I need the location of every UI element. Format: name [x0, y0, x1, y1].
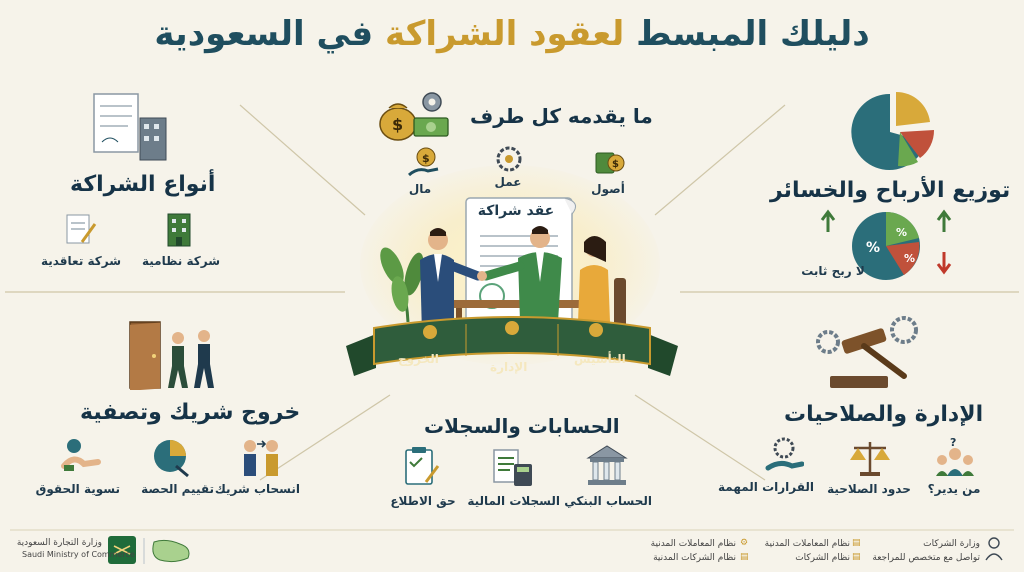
clipboard-inspection-icon [405, 447, 440, 485]
exit-settlement-label: تسوية الحقوق [35, 482, 120, 496]
ministry-name-ar: وزارة التجارة السعودية [16, 538, 102, 548]
stages-banner [346, 316, 678, 376]
management-decisions-label: القرارات المهمة [718, 480, 814, 494]
ministry-name-en: Saudi Ministry of Commerce [22, 550, 135, 559]
contribution-work-label: عمل [494, 175, 522, 189]
pie-chart-icon [851, 91, 935, 170]
document-icon: ▤ [852, 538, 861, 548]
financial-records-icon [493, 449, 532, 486]
footer-ref-4: نظام الشركات [795, 553, 850, 563]
decisions-hand-gear-icon [765, 437, 804, 471]
profits-title: توزيع الأرباح والخسائر [770, 178, 1011, 203]
type-regulated-label: شركة نظامية [141, 254, 220, 268]
handshake-settlement-icon [61, 439, 101, 471]
money-bag-gear-icon: $ [379, 92, 449, 141]
svg-text:%: % [866, 240, 880, 256]
accounts-title: الحسابات والسجلات [424, 414, 620, 438]
who-manages-people-icon: ? [936, 436, 974, 476]
page-title: دليلك المبسط لعقود الشراكة في السعودية [154, 14, 870, 54]
gear-icon: ⚙ [740, 538, 749, 548]
banner-stage-management: الإدارة [490, 360, 528, 374]
svg-text:$: $ [422, 152, 430, 165]
exit-valuation-label: تقييم الحصة [141, 482, 214, 496]
management-who-label: من يدير؟ [927, 482, 981, 496]
exit-door-people-icon [129, 321, 214, 390]
gavel-gears-icon [816, 316, 918, 388]
accounts-records-label: السجلات المالية [467, 494, 560, 508]
company-building-icon [167, 213, 191, 247]
footer-ref-2: نظام الشركات المدنية [653, 553, 736, 563]
partners-handshake-illustration [420, 226, 626, 334]
type-contractual-label: شركة تعاقدية [40, 254, 122, 268]
svg-text:%: % [896, 226, 907, 239]
contract-pen-icon [66, 214, 97, 244]
management-title: الإدارة والصلاحيات [784, 402, 984, 427]
document-icon: ▤ [852, 552, 861, 562]
types-title: أنواع الشراكة [70, 172, 216, 197]
contract-label: عقد شراكة [477, 203, 555, 219]
money-hand-icon: $ [408, 147, 439, 177]
no-fixed-profit-label: لا ربح ثابت [801, 264, 865, 278]
plant-icon [380, 247, 424, 322]
contribution-money-label: مال [408, 182, 432, 196]
footer-ref-3: نظام المعاملات المدنية [764, 539, 850, 549]
exit-title: خروج شريك وتصفية [80, 400, 301, 425]
bank-building-icon [586, 445, 628, 485]
profit-loss-pie-icon: % % % [820, 209, 952, 280]
share-valuation-pie-icon [154, 440, 189, 478]
accounts-access-right-label: حق الاطلاع [390, 494, 456, 508]
contributions-heading: ما يقدمه كل طرف [470, 104, 653, 128]
svg-text:$: $ [392, 115, 403, 134]
exit-withdrawal-label: انسحاب شريك [214, 482, 300, 496]
partner-withdrawal-icon [244, 440, 278, 476]
banner-stage-exit: الخروج [398, 352, 439, 366]
scales-icon [850, 442, 890, 476]
footer-contact-2: تواصل مع متخصص للمراجعة [872, 553, 980, 563]
document-icon: ▤ [740, 552, 749, 562]
accounts-bank-label: الحساب البنكي [564, 494, 652, 508]
footer-contact-1: وزارة الشركات [923, 539, 980, 549]
management-limits-label: حدود الصلاحية [827, 482, 911, 496]
svg-text:$: $ [612, 159, 619, 170]
svg-text:?: ? [950, 436, 956, 449]
banner-stage-founding: التأسيس [574, 352, 626, 366]
contribution-assets-label: أصول [591, 182, 625, 196]
ministry-logo [108, 536, 190, 564]
assets-bag-icon: $ [595, 152, 625, 174]
documents-building-icon [93, 93, 167, 161]
footer-ref-1: نظام المعاملات المدنية [650, 539, 736, 549]
work-gear-icon [496, 146, 522, 172]
specialist-person-icon [985, 537, 1003, 561]
svg-text:%: % [904, 252, 915, 265]
